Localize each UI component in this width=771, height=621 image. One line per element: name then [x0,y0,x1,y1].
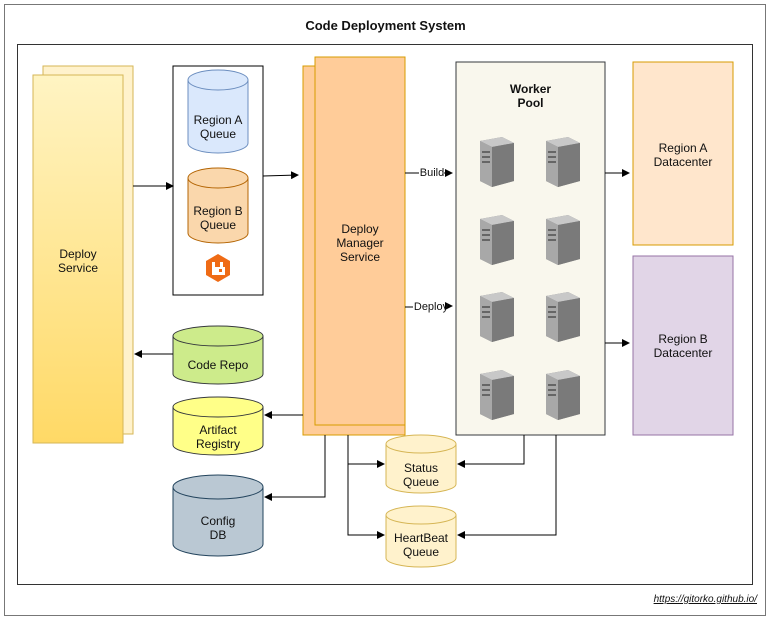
region-a-queue-label: Region A Queue [193,113,243,141]
artifact-registry-label: Artifact Registry [195,423,240,451]
heartbeat-queue-cylinder [385,505,457,568]
worker-pool-label: Worker Pool [509,82,552,110]
heartbeat-queue-label: HeartBeat Queue [393,531,449,559]
region-a-datacenter-node [632,61,734,246]
artifact-registry-cylinder [172,396,264,456]
status-queue-cylinder [385,434,457,494]
diagram-title: Code Deployment System [305,18,466,33]
region-b-datacenter-label: Region B Datacenter [653,332,713,360]
edge-worker-to-heartbeat [457,435,557,539]
deploy-manager-label: Deploy Manager Service [336,222,384,264]
system-boundary [17,44,753,585]
deploy-service-node [32,65,134,444]
edges [133,169,630,539]
code-repo-label: Code Repo [187,358,249,372]
edge-manager-to-configdb [264,435,326,501]
region-b-queue-label: Region B Queue [193,204,243,232]
deploy-manager-node [302,56,406,436]
edge-queues-to-manager [262,171,299,180]
region-a-datacenter-label: Region A Datacenter [653,141,713,169]
build-edge-label: Build [419,167,445,179]
deploy-service-label: Deploy Service [57,247,98,275]
config-db-label: Config DB [200,514,236,542]
region-b-queue-cylinder [187,167,249,244]
rabbitmq-icon [206,254,230,282]
deploy-edge-label: Deploy [413,301,449,313]
edge-worker-to-status [457,435,525,468]
code-repo-cylinder [172,325,264,385]
status-queue-label: Status Queue [402,461,440,489]
edge-manager-to-status [347,435,385,468]
region-b-datacenter-node [632,255,734,436]
config-db-cylinder [172,474,264,557]
footer-link[interactable]: https://gitorko.github.io/ [653,594,757,605]
edge-manager-to-heartbeat [347,464,385,539]
region-a-queue-cylinder [187,69,249,154]
worker-pool-node [455,61,606,436]
